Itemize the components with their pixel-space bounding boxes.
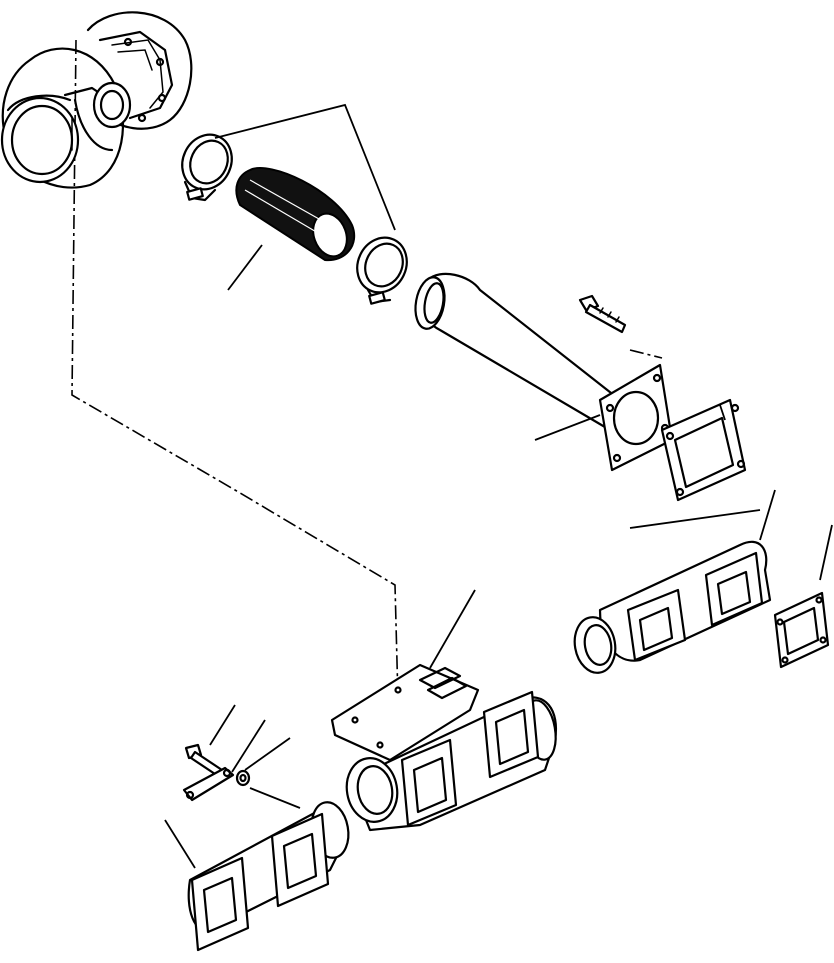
washer-icon — [235, 769, 251, 787]
gasket-icon — [660, 398, 747, 502]
lock-plate-icon — [182, 766, 235, 802]
turbocharger-icon — [0, 11, 193, 189]
hose-clamp-icon — [356, 236, 408, 305]
pipe-icon — [414, 272, 674, 472]
alignment-lines — [71, 39, 663, 701]
hose-clamp-icon — [181, 133, 233, 202]
manifold-icon — [187, 801, 350, 952]
manifold-icon — [573, 540, 772, 674]
leader-lines — [164, 103, 833, 869]
gasket-icon — [773, 591, 830, 669]
hose-icon — [235, 167, 356, 262]
bolt-icon — [578, 294, 627, 334]
manifold-icon — [330, 663, 558, 832]
